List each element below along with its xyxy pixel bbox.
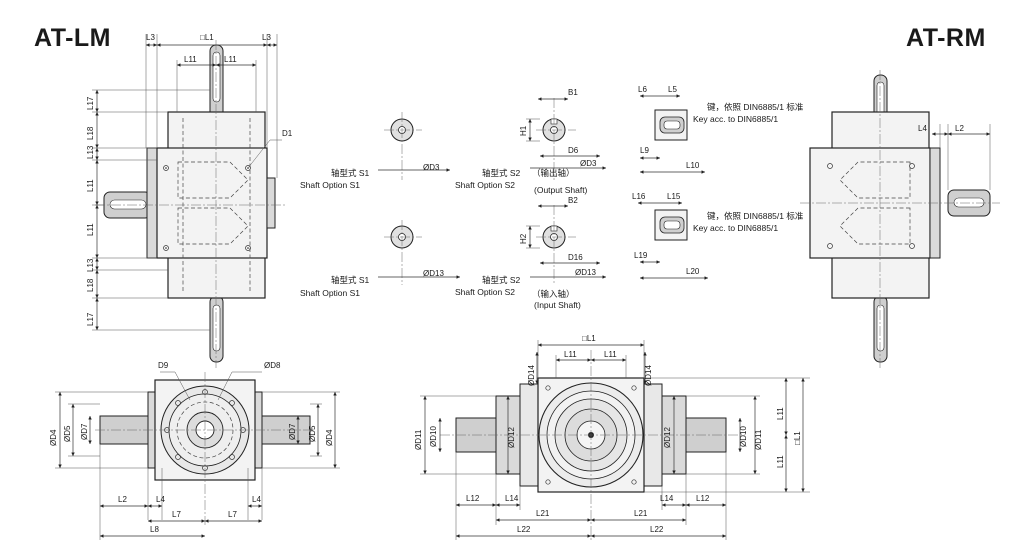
dim-l15: L15 — [667, 192, 681, 201]
dim-d14-right: ØD14 — [644, 365, 653, 386]
at-rm-front-view: L4 L2 — [800, 70, 1000, 368]
dim-l3-right: L3 — [262, 33, 271, 42]
dim-l22-left: L22 — [517, 525, 531, 534]
dim-l8: L8 — [150, 525, 159, 534]
dim-d11-right: ØD11 — [754, 429, 763, 450]
dim-l16: L16 — [632, 192, 646, 201]
dim-b1: B1 — [568, 88, 578, 97]
dim-l12-right: L12 — [696, 494, 710, 503]
dim-l11-left-a: L11 — [86, 179, 95, 192]
key-note-cn-bottom: 键，依照 DIN6885/1 标准 — [707, 211, 804, 221]
dim-l17-bottom: L17 — [86, 312, 95, 326]
dim-l9: L9 — [640, 146, 649, 155]
dim-d4-left: ØD4 — [49, 429, 58, 446]
dim-l4-bottom-b: L4 — [252, 495, 261, 504]
dim-d10-left: ØD10 — [429, 426, 438, 447]
title-at-rm: AT-RM — [906, 24, 986, 52]
dim-l18-bottom: L18 — [86, 278, 95, 292]
dim-l11-left-b: L11 — [86, 223, 95, 236]
dim-l21-left: L21 — [536, 509, 550, 518]
dim-d10-right: ØD10 — [739, 426, 748, 447]
dim-l19: L19 — [634, 251, 648, 260]
key-note-en-bottom: Key acc. to DIN6885/1 — [693, 223, 778, 233]
dim-d7-right: ØD7 — [288, 423, 297, 440]
dim-d13-s2: ØD13 — [575, 268, 596, 277]
s2-label-cn-top: 轴型式 S2 — [482, 168, 521, 178]
dim-h2: H2 — [519, 233, 528, 244]
dim-l11-b: L11 — [224, 55, 237, 64]
s1-label-en-bottom: Shaft Option S1 — [300, 288, 360, 298]
dim-d16: D16 — [568, 253, 583, 262]
dim-d9: D9 — [158, 361, 169, 370]
dim-l21-right: L21 — [634, 509, 648, 518]
dim-l11-a: L11 — [184, 55, 197, 64]
dim-d8: ØD8 — [264, 361, 281, 370]
dim-l11-right-b: L11 — [776, 455, 785, 468]
input-shaft-en: (Input Shaft) — [534, 300, 581, 310]
key-details: L6 L5 L9 L10 键，依照 DIN6885/1 标准 Key acc. … — [632, 85, 804, 280]
shaft-options: ØD3 轴型式 S1 Shaft Option S1 ØD13 轴型式 S1 S… — [300, 88, 606, 310]
dim-l22-right: L22 — [650, 525, 664, 534]
output-shaft-en: (Output Shaft) — [534, 185, 588, 195]
s1-label-cn-top: 轴型式 S1 — [331, 168, 370, 178]
s2-label-en-top: Shaft Option S2 — [455, 180, 515, 190]
bottom-left-side-view: D9 ØD8 ØD4 ØD5 ØD7 ØD4 ØD5 ØD7 — [49, 361, 340, 540]
dim-l17-top: L17 — [86, 96, 95, 110]
dim-l11-right-a: L11 — [776, 407, 785, 420]
dim-d3-s1: ØD3 — [423, 163, 440, 172]
key-note-en-top: Key acc. to DIN6885/1 — [693, 114, 778, 124]
dim-l10: L10 — [686, 161, 700, 170]
dim-l11-bottom-b: L11 — [604, 350, 617, 359]
s1-label-cn-bottom: 轴型式 S1 — [331, 275, 370, 285]
dim-d11-left: ØD11 — [414, 429, 423, 450]
dim-d14-left: ØD14 — [527, 365, 536, 386]
dim-d6: D6 — [568, 146, 579, 155]
dim-d1: D1 — [282, 129, 293, 138]
dim-h1: H1 — [519, 125, 528, 136]
dim-l1-top: □L1 — [200, 33, 214, 42]
key-note-cn-top: 键，依照 DIN6885/1 标准 — [707, 102, 804, 112]
dim-l7-b: L7 — [228, 510, 237, 519]
at-lm-front-view: L3 □L1 L3 L11 L11 L17 L18 L13 L11 — [86, 33, 293, 368]
dim-l7-a: L7 — [172, 510, 181, 519]
dim-l6: L6 — [638, 85, 647, 94]
dim-l20: L20 — [686, 267, 700, 276]
dim-l18-top: L18 — [86, 126, 95, 140]
dim-d7-left: ØD7 — [80, 423, 89, 440]
s2-label-cn-bottom: 轴型式 S2 — [482, 275, 521, 285]
dim-d12-right: ØD12 — [663, 427, 672, 448]
dim-l4-bottom-a: L4 — [156, 495, 165, 504]
dim-l4-right-view: L4 — [918, 124, 927, 133]
dim-l14-right: L14 — [660, 494, 674, 503]
dim-l14-left: L14 — [505, 494, 519, 503]
dim-b2: B2 — [568, 196, 578, 205]
bottom-center-top-view: □L1 L11 L11 ØD14 ØD14 ØD11 ØD10 ØD12 ØD1… — [414, 334, 810, 540]
dim-l1-right: □L1 — [793, 431, 802, 445]
dim-d4-right: ØD4 — [325, 429, 334, 446]
dim-l3-left: L3 — [146, 33, 155, 42]
output-shaft-cn: （输出轴） — [532, 168, 575, 178]
dim-l13-bottom: L13 — [86, 258, 95, 272]
dim-d3-s2: ØD3 — [580, 159, 597, 168]
s1-label-en-top: Shaft Option S1 — [300, 180, 360, 190]
s2-label-en-bottom: Shaft Option S2 — [455, 287, 515, 297]
dim-l13-top: L13 — [86, 145, 95, 159]
dim-l11-bottom-a: L11 — [564, 350, 577, 359]
dim-l12-left: L12 — [466, 494, 480, 503]
dim-l2-bottom: L2 — [118, 495, 127, 504]
dim-d5-left: ØD5 — [63, 425, 72, 442]
dim-l1-bottom: □L1 — [582, 334, 596, 343]
dim-d12-left: ØD12 — [507, 427, 516, 448]
dim-d5-right: ØD5 — [308, 425, 317, 442]
dim-d13-s1: ØD13 — [423, 269, 444, 278]
dim-l2-right-view: L2 — [955, 124, 964, 133]
input-shaft-cn: （输入轴） — [532, 289, 575, 299]
dim-l5: L5 — [668, 85, 677, 94]
title-at-lm: AT-LM — [34, 24, 112, 52]
